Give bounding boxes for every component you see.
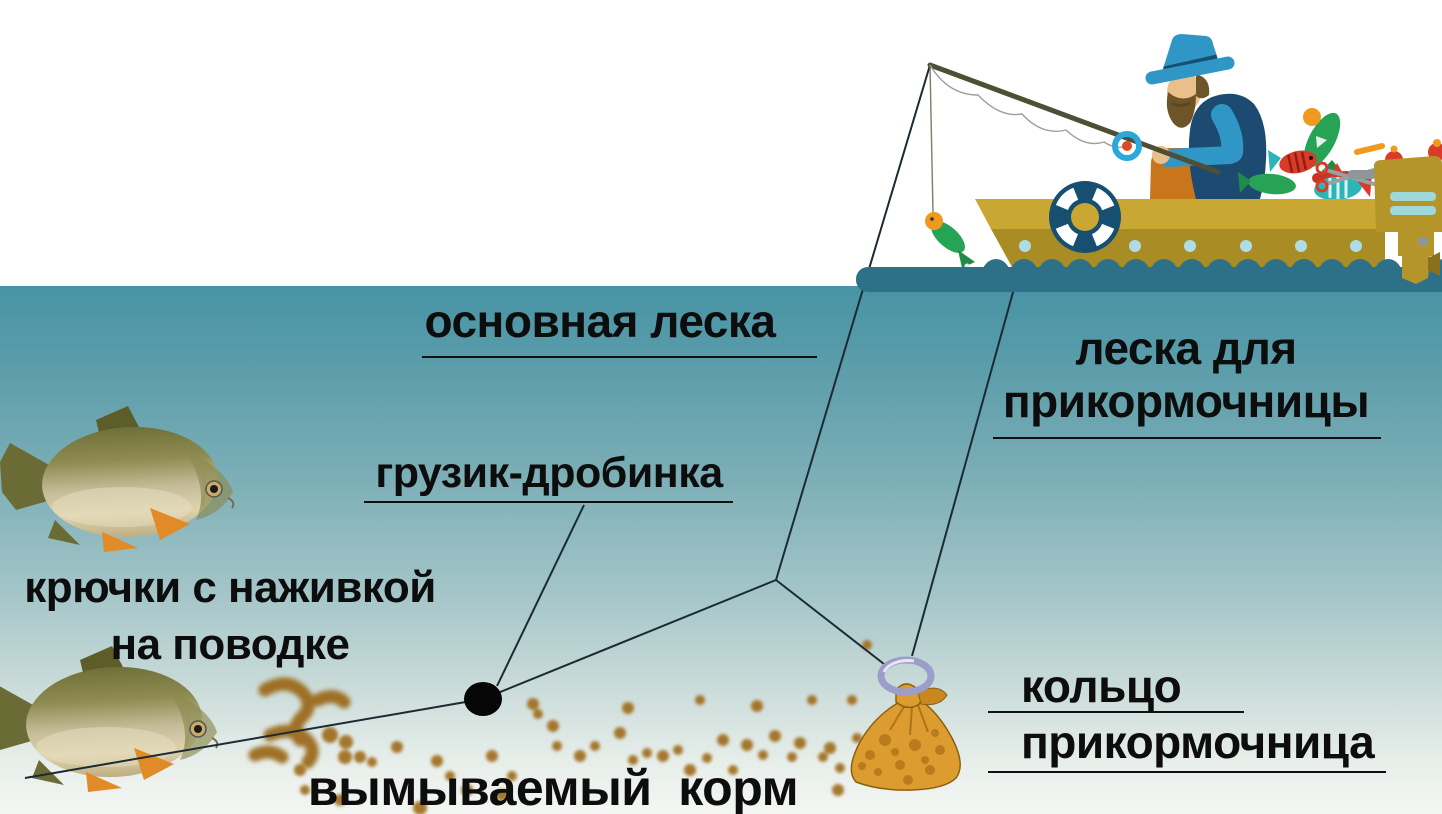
mustache (1171, 101, 1191, 107)
label-ring: кольцо (1021, 660, 1182, 712)
label-hooks: крючки с наживкой на поводке (24, 563, 436, 669)
label-ring-underline (988, 711, 1244, 713)
line-to-ring (775, 579, 885, 665)
water-gradient (0, 286, 1442, 814)
outboard-motor (1348, 156, 1442, 284)
label-split-shot: грузик-дробинка (375, 449, 723, 497)
food-specks (294, 640, 872, 814)
fisherman (1145, 34, 1267, 199)
bait-fish (925, 212, 975, 269)
bait-drop-line (929, 64, 934, 214)
water-surface-band (856, 259, 1442, 292)
food-worms (248, 677, 351, 769)
label-washed-food: вымываемый корм (307, 760, 799, 814)
fishing-rod (927, 62, 1221, 175)
label-feeder-underline (988, 771, 1386, 773)
label-main-line: основная леска (424, 295, 776, 347)
label-feeder: прикормочница (1021, 716, 1375, 768)
hair (1196, 74, 1210, 99)
split-shot-weight (464, 682, 502, 716)
label-feeder-line-underline (993, 437, 1381, 439)
split-shot-pointer-line (496, 504, 585, 687)
label-feeder-line: леска для прикормочницы (1002, 322, 1370, 427)
hull-rivets (1019, 240, 1362, 252)
orange-float (1354, 143, 1385, 155)
main-line (775, 64, 931, 581)
boat-hull (975, 199, 1385, 267)
lifebuoy (1049, 181, 1121, 253)
hat-brim (1145, 56, 1235, 85)
feeder-bag (850, 656, 961, 791)
feeder-line (911, 266, 1021, 657)
fish-bream-upper (0, 406, 235, 552)
label-split-shot-underline (364, 501, 733, 503)
boat-scene (856, 34, 1442, 292)
beard (1166, 92, 1196, 128)
fishing-reel (1112, 131, 1142, 161)
rod-line-festoons (929, 64, 1128, 149)
label-main-line-underline (422, 356, 817, 358)
